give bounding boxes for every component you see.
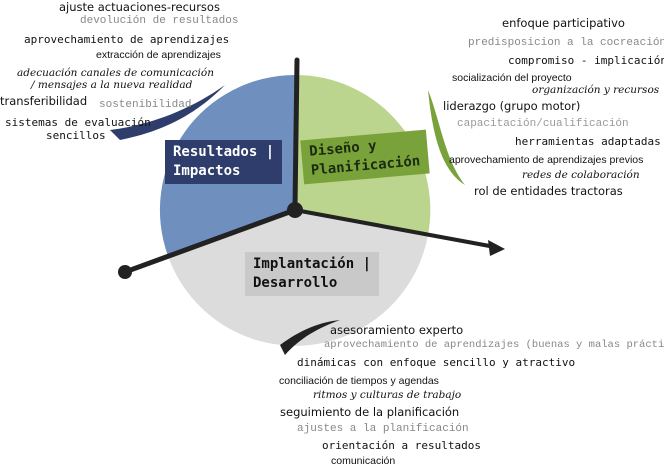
design-item: liderazgo (grupo motor) <box>443 99 581 113</box>
arrow-end-left <box>118 265 132 279</box>
implementation-item: comunicación <box>331 455 396 466</box>
design-item: rol de entidades tractoras <box>474 184 623 198</box>
label-results: Resultados | Impactos <box>165 140 283 184</box>
design-item: aprovechamiento de aprendizajes previos <box>449 154 644 166</box>
design-item: capacitación/cualificación <box>457 118 629 130</box>
implementation-item: aprovechamiento de aprendizajes (buenas … <box>324 339 664 351</box>
results-item: devolución de resultados <box>80 15 239 27</box>
results-item: sencillos <box>46 129 106 142</box>
design-item: redes de colaboración <box>522 169 640 181</box>
implementation-item: orientación a resultados <box>322 439 481 452</box>
label-results-line1: Resultados | <box>173 144 275 160</box>
label-implementation: Implantación | Desarrollo <box>245 252 380 296</box>
results-item: aprovechamiento de aprendizajes <box>24 33 230 46</box>
design-item: socialización del proyecto <box>452 72 572 84</box>
brush-stroke-black <box>280 320 340 355</box>
results-item: ajuste actuaciones-recursos <box>59 0 220 14</box>
design-item: herramientas adaptadas <box>515 135 661 148</box>
label-results-line2: Impactos <box>173 163 241 179</box>
design-item: enfoque participativo <box>502 16 625 30</box>
center-hub <box>287 202 303 218</box>
label-implementation-line1: Implantación | <box>253 256 372 272</box>
arrow-head-right <box>488 240 505 256</box>
implementation-item: dinámicas con enfoque sencillo y atracti… <box>297 356 576 369</box>
results-item: transferibilidad <box>0 94 88 108</box>
implementation-item: ritmos y culturas de trabajo <box>313 389 462 401</box>
design-item: predisposicion a la cocreación <box>468 37 664 49</box>
design-item: organización y recursos <box>532 84 660 96</box>
results-item: sostenibilidad <box>99 99 192 111</box>
divider-arrows <box>122 57 497 275</box>
brush-stroke-blue <box>110 85 225 140</box>
implementation-item: conciliación de tiempos y agendas <box>279 375 439 387</box>
results-item: adecuación canales de comunicación <box>17 67 214 79</box>
implementation-item: ajustes a la planificación <box>297 423 469 435</box>
label-implementation-line2: Desarrollo <box>253 275 338 291</box>
implementation-item: seguimiento de la planificación <box>280 405 460 419</box>
implementation-item: asesoramiento experto <box>330 323 464 337</box>
results-item: sistemas de evaluación <box>5 116 151 129</box>
results-item: extracción de aprendizajes <box>96 49 221 61</box>
design-item: compromiso - implicación <box>508 54 664 67</box>
results-item: / mensajes a la nueva realidad <box>31 79 193 91</box>
